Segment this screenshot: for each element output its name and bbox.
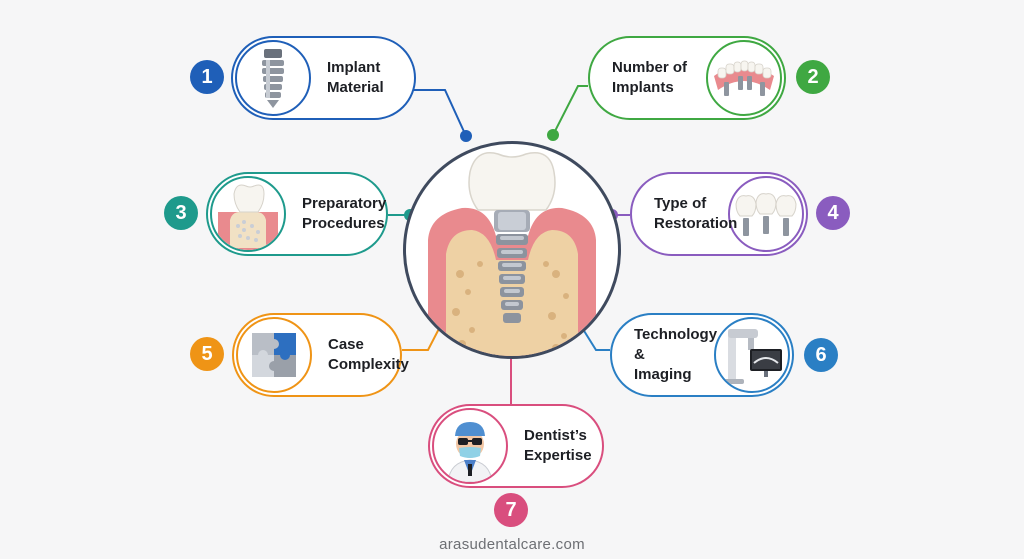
bone-graft-tooth-icon xyxy=(218,184,278,250)
factor-preparatory-procedures: Preparatory Procedures xyxy=(206,172,388,256)
implant-screw-icon xyxy=(262,49,284,108)
factor-label: Preparatory Procedures xyxy=(302,195,387,232)
factor-number-badge: 3 xyxy=(164,196,198,230)
factor-dentists-expertise: Dentist’s Expertise xyxy=(428,404,604,488)
puzzle-icon xyxy=(252,333,296,377)
factor-implant-material: Implant Material xyxy=(231,36,416,120)
factor-number-badge: 5 xyxy=(190,337,224,371)
dentist-icon xyxy=(447,422,493,482)
factor-label: Implant Material xyxy=(327,59,384,96)
factor-number-badge: 2 xyxy=(796,60,830,94)
implant-bridge-icon xyxy=(735,193,797,236)
factor-label: Number of Implants xyxy=(612,59,687,96)
factor-number-of-implants: Number of Implants xyxy=(588,36,786,120)
connector-dot xyxy=(460,130,472,142)
central-implant-hub xyxy=(403,141,621,359)
factor-case-complexity: Case Complexity xyxy=(232,313,409,397)
full-arch-denture-icon xyxy=(714,60,774,96)
website-footer: arasudentalcare.com xyxy=(439,536,585,553)
factor-type-of-restoration: Type of Restoration xyxy=(630,172,808,256)
connector-dot xyxy=(547,129,559,141)
factor-label: Dentist’s Expertise xyxy=(524,427,592,464)
factor-number-badge: 1 xyxy=(190,60,224,94)
cbct-scanner-icon xyxy=(724,329,782,384)
factor-label: Type of Restoration xyxy=(654,195,738,232)
dental-implant-icon xyxy=(428,152,596,356)
factor-label: Technology & Imaging xyxy=(634,326,718,383)
factor-number-badge: 4 xyxy=(816,196,850,230)
factor-number-badge: 6 xyxy=(804,338,838,372)
factor-number-badge: 7 xyxy=(494,493,528,527)
factor-label: Case Complexity xyxy=(328,336,409,373)
factor-technology-imaging: Technology & Imaging xyxy=(610,313,794,397)
